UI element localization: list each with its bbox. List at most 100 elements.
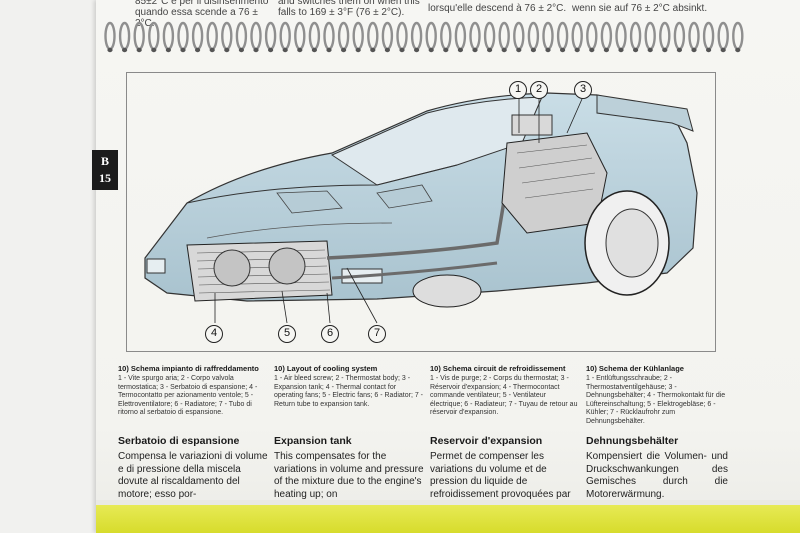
spiral-hole — [268, 47, 274, 53]
spiral-ring — [498, 21, 510, 51]
spiral-ring — [571, 21, 583, 51]
spiral-hole — [428, 47, 434, 53]
section-body: Compensa le variazioni di volume e di pr… — [118, 451, 268, 500]
spiral-hole — [209, 47, 215, 53]
callout-6: 6 — [321, 325, 339, 343]
spiral-hole — [326, 47, 332, 53]
spiral-hole — [603, 47, 609, 53]
spiral-hole — [589, 47, 595, 53]
spiral-ring — [542, 21, 554, 51]
spiral-hole — [414, 47, 420, 53]
section-body: Permet de compenser les variations du vo… — [430, 451, 571, 500]
spiral-ring — [396, 21, 408, 51]
spiral-hole — [443, 47, 449, 53]
spiral-ring — [337, 21, 350, 51]
tab-number: 15 — [99, 171, 111, 185]
spiral-hole — [516, 47, 522, 53]
spiral-ring — [177, 21, 189, 51]
section-title: Dehnungsbehälter — [586, 435, 679, 447]
column-italian: 10) Schema impianto di raffreddamento 1 … — [118, 364, 268, 501]
spiral-ring — [732, 21, 744, 51]
spiral-hole — [487, 47, 493, 53]
spiral-hole — [457, 47, 463, 53]
callout-7: 7 — [368, 325, 386, 343]
spiral-ring — [425, 21, 437, 51]
spiral-ring — [702, 21, 715, 51]
spiral-hole — [151, 47, 157, 53]
spiral-ring — [279, 21, 291, 51]
caption-body: 1 - Vite spurgo aria; 2 - Corpo valvola … — [118, 375, 258, 417]
callout-3: 3 — [574, 81, 592, 99]
section-title: Expansion tank — [274, 435, 352, 447]
callout-5: 5 — [278, 325, 296, 343]
section-title: Serbatoio di espansione — [118, 435, 240, 447]
spiral-ring — [644, 21, 656, 51]
spiral-binding — [104, 21, 744, 53]
spiral-hole — [647, 47, 653, 53]
spiral-ring — [221, 21, 233, 51]
caption-title: 10) Schema circuit de refroidissement — [430, 364, 566, 373]
spiral-hole — [618, 47, 624, 53]
spiral-ring — [294, 21, 306, 51]
spiral-ring — [586, 21, 598, 51]
spiral-hole — [297, 47, 303, 53]
spiral-ring — [410, 21, 423, 51]
spiral-ring — [527, 21, 540, 51]
spiral-hole — [238, 47, 244, 53]
spiral-ring — [191, 21, 204, 51]
spiral-hole — [574, 47, 580, 53]
caption-title: 10) Schema der Kühlanlage — [586, 364, 684, 373]
spiral-hole — [122, 47, 128, 53]
spiral-hole — [311, 47, 317, 53]
spiral-hole — [676, 47, 683, 53]
spiral-hole — [706, 47, 712, 53]
spiral-ring — [308, 21, 321, 51]
spiral-ring — [440, 21, 452, 51]
spiral-ring — [118, 21, 131, 51]
column-english: 10) Layout of cooling system 1 - Air ble… — [274, 364, 424, 501]
spiral-ring — [673, 21, 686, 51]
section-tab[interactable]: B 15 — [92, 150, 118, 190]
spiral-hole — [180, 47, 186, 53]
spiral-ring — [133, 21, 145, 51]
caption-title: 10) Schema impianto di raffreddamento — [118, 364, 259, 373]
spiral-ring — [162, 21, 175, 51]
spiral-ring — [367, 21, 379, 51]
column-french: 10) Schema circuit de refroidissement 1 … — [430, 364, 580, 501]
car-cutaway-illustration — [144, 92, 698, 324]
spiral-hole — [530, 47, 536, 53]
callout-4: 4 — [205, 325, 223, 343]
spiral-ring — [206, 21, 218, 51]
spiral-hole — [253, 47, 259, 53]
spiral-hole — [560, 47, 566, 53]
top-fragment-french: lorsqu'elle descend à 76 ± 2°C. — [428, 3, 567, 14]
spiral-ring — [250, 21, 262, 51]
spiral-hole — [501, 47, 507, 53]
caption-body: 1 - Vis de purge; 2 - Corps du thermosta… — [430, 375, 578, 417]
spiral-hole — [384, 47, 390, 53]
spiral-hole — [165, 47, 171, 53]
yellow-cover-edge — [96, 505, 800, 533]
spiral-hole — [282, 47, 288, 53]
spiral-hole — [735, 47, 741, 53]
cooling-system-figure: 1 2 3 4 5 6 7 — [126, 72, 716, 352]
spiral-hole — [691, 47, 697, 53]
spiral-ring — [352, 21, 364, 51]
spiral-ring — [469, 21, 481, 51]
spiral-ring — [615, 21, 627, 51]
spiral-ring — [381, 21, 394, 51]
spiral-hole — [341, 47, 347, 53]
spiral-hole — [633, 47, 639, 53]
spiral-ring — [264, 21, 277, 51]
section-body: Kompensiert die Volumen- und Druckschwan… — [586, 451, 728, 500]
spiral-ring — [688, 21, 700, 51]
spiral-hole — [107, 47, 113, 53]
spiral-ring — [323, 21, 335, 51]
spiral-hole — [136, 47, 142, 53]
caption-title: 10) Layout of cooling system — [274, 364, 378, 373]
spiral-hole — [399, 47, 405, 53]
spiral-ring — [148, 21, 160, 51]
spiral-ring — [556, 21, 569, 51]
spiral-ring — [600, 21, 613, 51]
spiral-hole — [370, 47, 376, 53]
